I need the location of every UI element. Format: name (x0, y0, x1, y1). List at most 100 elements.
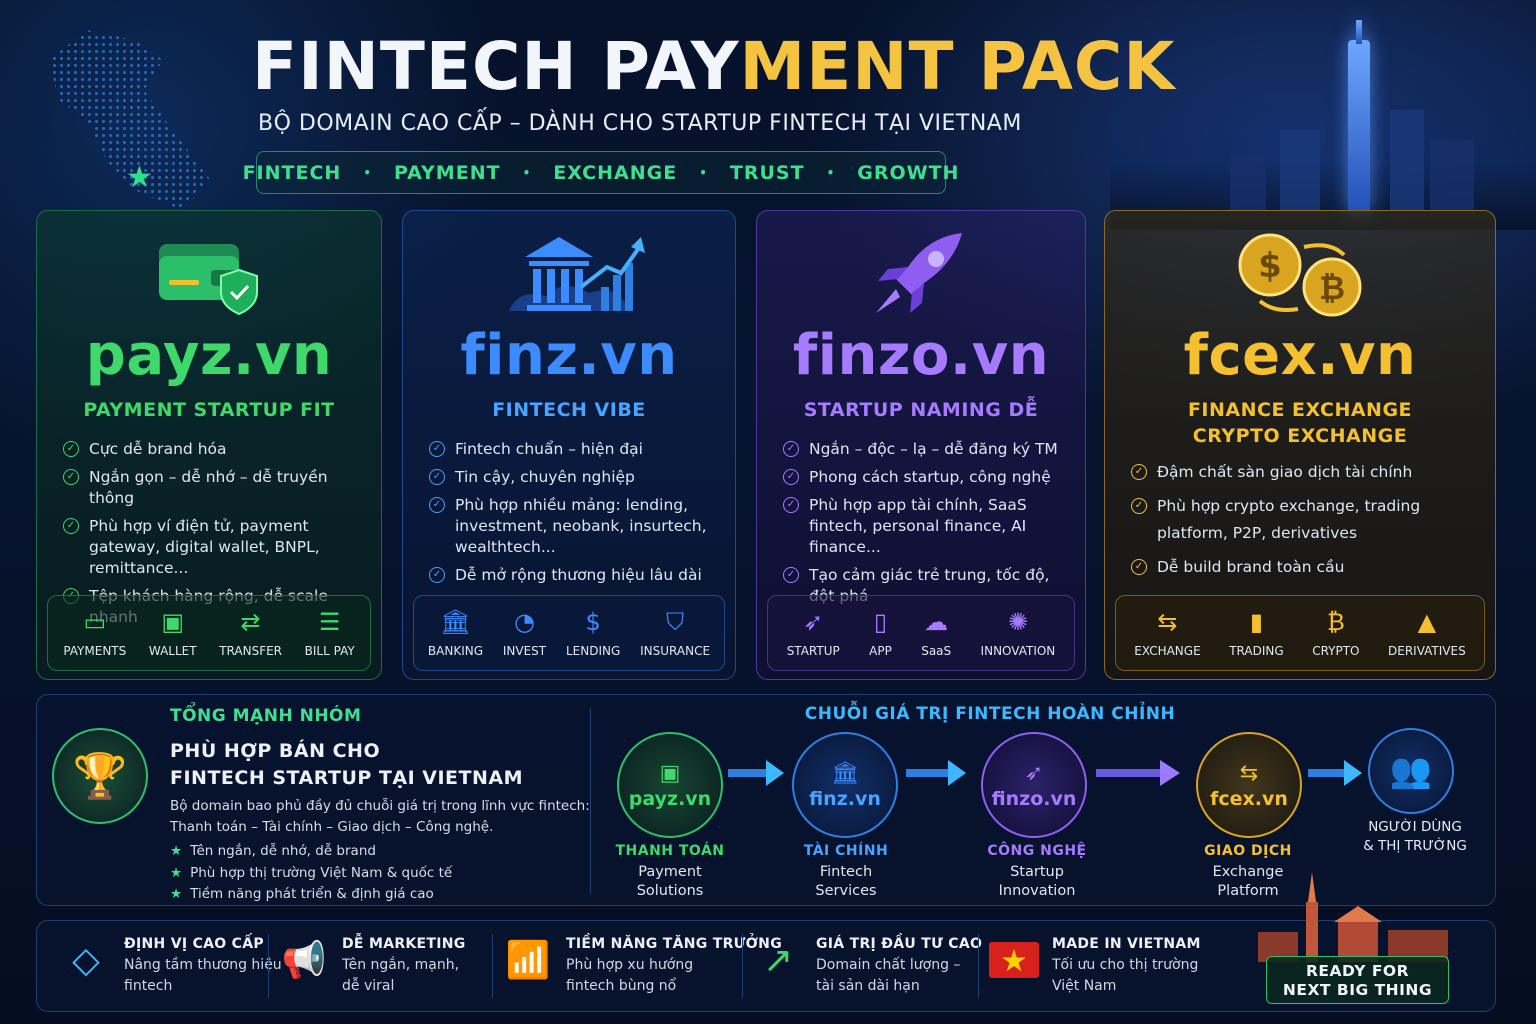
star-icon: ★ (170, 843, 183, 859)
category-startup[interactable]: ➶STARTUP (786, 608, 840, 658)
feature-item: ✓Đậm chất sàn giao dịch tài chính (1131, 459, 1481, 486)
megaphone-icon: 📢 (281, 940, 327, 981)
bill-icon: ☰ (318, 608, 341, 636)
card-icon: ▭ (83, 608, 107, 636)
check-icon: ✓ (429, 469, 445, 485)
category-transfer[interactable]: ⇄TRANSFER (219, 608, 283, 658)
bitcoin-icon: ₿ (1326, 608, 1345, 636)
check-icon: ✓ (783, 469, 799, 485)
benefits-strip (36, 920, 1496, 1012)
page-title: FINTECH PAYMENT PACK (252, 28, 1176, 105)
category-saas[interactable]: ☁SaaS (921, 608, 952, 658)
category-derivatives[interactable]: ▲DERIVATIVES (1388, 608, 1466, 658)
growth-chart-icon: ▲ (1417, 608, 1437, 636)
group-title: TỔNG MẠNH NHÓM (170, 706, 362, 726)
feature-item: ✓Dễ mở rộng thương hiệu lâu dài (429, 565, 721, 586)
category-wallet[interactable]: ▣WALLET (148, 608, 197, 658)
candlestick-icon: ▮ (1249, 608, 1264, 636)
feature-item: ✓Cực dễ brand hóa (63, 439, 367, 460)
tag: GROWTH (857, 161, 960, 184)
exchange-icon: ⇆ (1157, 608, 1178, 636)
group-point: ★Tiềm năng phát triển & định giá cao (170, 886, 434, 902)
chain-node-payz[interactable]: ▣payz.vn (617, 732, 723, 838)
star-icon: ★ (170, 886, 183, 902)
rocket-icon: ➶ (803, 608, 824, 636)
svg-text:$: $ (1258, 246, 1282, 286)
page-subtitle: BỘ DOMAIN CAO CẤP – DÀNH CHO STARTUP FIN… (258, 111, 1022, 136)
tag: PAYMENT (393, 161, 501, 184)
money-bag-icon: $ (585, 608, 601, 636)
group-point: ★Phù hợp thị trường Việt Nam & quốc tế (170, 864, 453, 881)
check-icon: ✓ (1131, 559, 1147, 575)
vietnam-dot-map (49, 30, 211, 210)
domain-card-finz[interactable]: finz.vn FINTECH VIBE ✓Fintech chuẩn – hi… (402, 210, 736, 680)
trend-up-icon: ↗ (762, 939, 794, 981)
category-lending[interactable]: $LENDING (565, 608, 621, 658)
exchange-icon: ⇆ (1239, 760, 1259, 786)
domain-card-payz[interactable]: payz.vn PAYMENT STARTUP FIT ✓Cực dễ bran… (36, 210, 382, 680)
category-innovation[interactable]: ✺INNOVATION (980, 608, 1056, 658)
landmark-illustration (1258, 872, 1448, 962)
tag: EXCHANGE (553, 161, 678, 184)
category-payments[interactable]: ▭PAYMENTS (63, 608, 127, 658)
chain-node-fcex[interactable]: ⇆fcex.vn (1196, 732, 1302, 838)
wallet-icon: ▣ (161, 608, 185, 636)
check-icon: ✓ (1131, 464, 1147, 480)
bar-growth-icon: 📶 (505, 940, 551, 981)
divider (492, 934, 493, 998)
feature-item: ✓Ngắn – độc – lạ – dễ đăng ký TM (783, 439, 1071, 460)
category-row: ▭PAYMENTS ▣WALLET ⇄TRANSFER ☰BILL PAY (47, 595, 371, 671)
category-bill-pay[interactable]: ☰BILL PAY (304, 608, 355, 658)
chain-node-finzo[interactable]: ➶finzo.vn (981, 732, 1087, 838)
check-icon: ✓ (429, 567, 445, 583)
check-icon: ✓ (429, 497, 445, 513)
check-icon: ✓ (783, 567, 799, 583)
chain-node-finz[interactable]: 🏛finz.vn (792, 732, 898, 838)
category-invest[interactable]: ◔INVEST (502, 608, 547, 658)
feature-item: ✓Ngắn gọn – dễ nhớ – dễ truyền thông (63, 467, 367, 509)
feature-item: ✓Phù hợp app tài chính, SaaS fintech, pe… (783, 495, 1071, 558)
category-app[interactable]: ▯APP (869, 608, 892, 658)
check-icon: ✓ (1131, 498, 1147, 514)
trophy-icon: 🏆 (52, 728, 148, 824)
feature-item: ✓Phù hợp ví điện tử, payment gateway, di… (63, 516, 367, 579)
feature-item: ✓Dễ build brand toàn cầu (1131, 554, 1481, 581)
category-banking[interactable]: 🏛BANKING (427, 608, 484, 658)
star-icon: ★ (126, 160, 153, 195)
phone-icon: ▯ (873, 608, 888, 636)
shield-icon: ⛉ (666, 608, 685, 636)
bulb-icon: ✺ (1007, 608, 1028, 636)
category-row: 🏛BANKING ◔INVEST $LENDING ⛉INSURANCE (413, 595, 725, 671)
feature-item: ✓Tin cậy, chuyên nghiệp (429, 467, 721, 488)
pie-chart-icon: ◔ (514, 608, 535, 636)
category-crypto[interactable]: ₿CRYPTO (1312, 608, 1360, 658)
domain-card-finzo[interactable]: finzo.vn STARTUP NAMING DỄ ✓Ngắn – độc –… (756, 210, 1086, 680)
feature-list: ✓Fintech chuẩn – hiện đại ✓Tin cậy, chuy… (429, 439, 721, 593)
domain-name: finzo.vn (792, 323, 1050, 388)
group-description: Bộ domain bao phủ đầy đủ chuỗi giá trị t… (170, 798, 590, 835)
tag: TRUST (729, 161, 805, 184)
card-subtitle: STARTUP NAMING DỄ (803, 399, 1039, 421)
check-icon: ✓ (783, 441, 799, 457)
feature-list: ✓Đậm chất sàn giao dịch tài chính ✓Phù h… (1131, 459, 1481, 588)
transfer-icon: ⇄ (240, 608, 261, 636)
check-icon: ✓ (63, 469, 79, 485)
chain-end-caption: NGƯỜI DÙNG& THỊ TRƯỜNG (1363, 819, 1467, 854)
bank-icon: 🏛 (831, 760, 859, 786)
category-insurance[interactable]: ⛉INSURANCE (640, 608, 711, 658)
card-subtitle: PAYMENT STARTUP FIT (83, 399, 335, 421)
domain-name: payz.vn (85, 323, 333, 388)
category-exchange[interactable]: ⇆EXCHANGE (1134, 608, 1201, 658)
vietnam-flag-icon (988, 934, 1040, 986)
category-trading[interactable]: ▮TRADING (1229, 608, 1284, 658)
bank-icon: 🏛 (440, 608, 471, 636)
